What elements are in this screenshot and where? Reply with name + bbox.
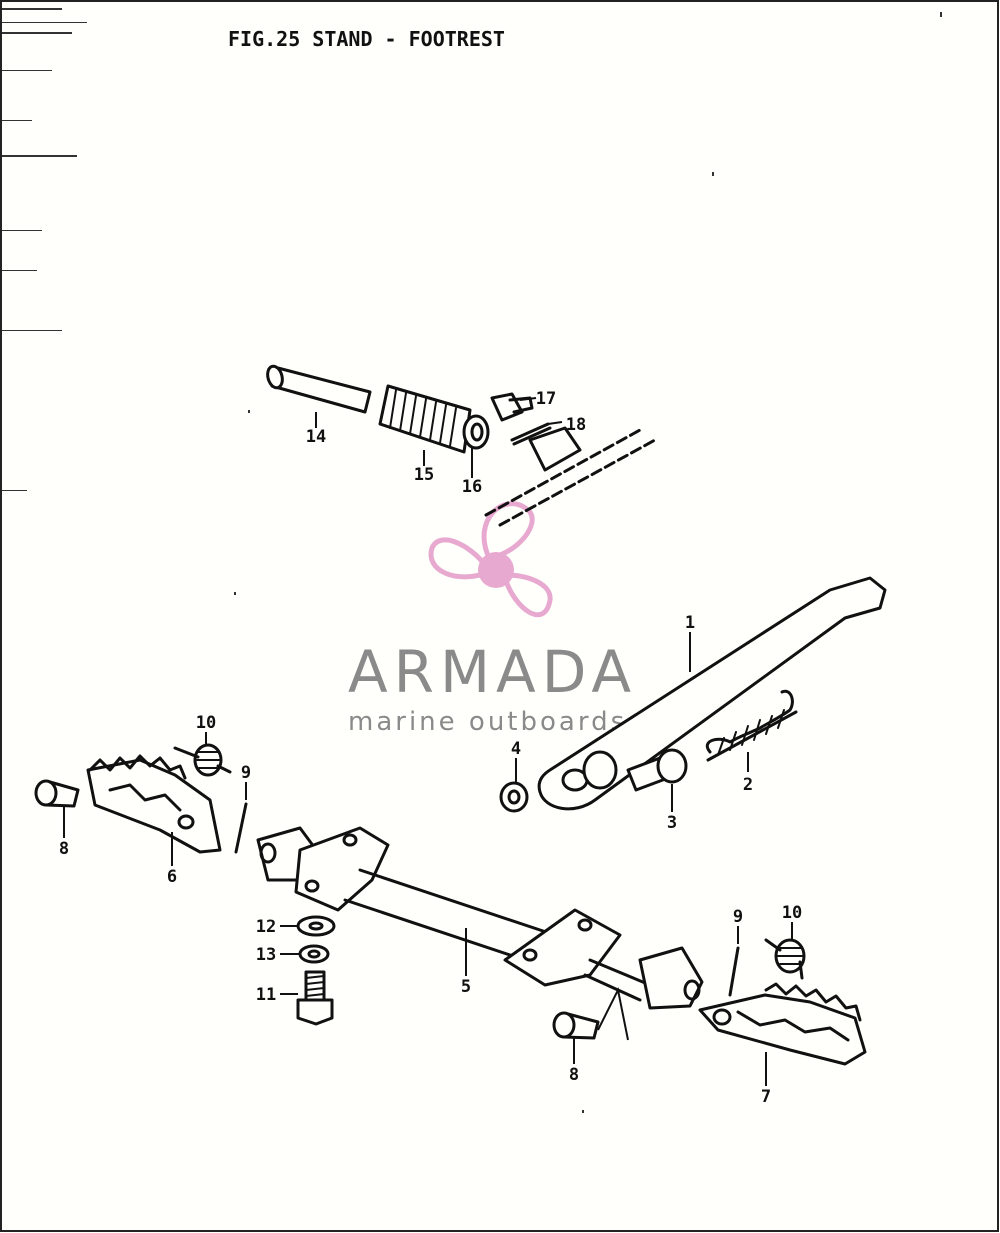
part-label-1: 1	[685, 613, 695, 633]
nut-4	[499, 781, 529, 813]
figure-title: FIG.25 STAND - FOOTREST	[228, 27, 505, 51]
watermark-tagline: marine outboards	[348, 707, 627, 737]
part-label-16: 16	[462, 477, 482, 497]
washer-12	[296, 915, 336, 937]
part-label-12: 12	[256, 917, 276, 937]
part-label-13: 13	[256, 945, 276, 965]
rubber-grip-15	[378, 384, 472, 454]
clevis-pin-8-left	[34, 779, 80, 808]
frame-bracket	[484, 426, 657, 527]
bolt-11	[296, 970, 334, 1026]
part-label-11: 11	[256, 985, 276, 1005]
part-label-18: 18	[566, 415, 586, 435]
part-label-9-right: 9	[733, 907, 743, 927]
footrest-bar-5	[256, 826, 704, 1010]
part-label-2: 2	[743, 775, 753, 795]
part-label-17: 17	[536, 389, 556, 409]
spring-10-right	[764, 938, 806, 980]
pivot-pin-14	[266, 364, 372, 414]
propeller-icon	[428, 501, 553, 618]
footrest-6	[86, 754, 222, 854]
part-label-8-left: 8	[59, 839, 69, 859]
spring-pin-9-left	[234, 802, 248, 854]
part-label-4: 4	[511, 739, 521, 759]
part-label-3: 3	[667, 813, 677, 833]
washer-16	[462, 414, 490, 450]
bolt-17	[490, 392, 534, 422]
part-label-15: 15	[414, 465, 434, 485]
part-label-8-right: 8	[569, 1065, 579, 1085]
part-label-5: 5	[461, 977, 471, 997]
spring-10-left	[173, 743, 232, 777]
footrest-7	[698, 982, 867, 1066]
part-labels: 1 2 3 4 5 6 7 8 8 9 9 10 10 11 12 13 14 …	[59, 389, 802, 1107]
bolt-3	[626, 748, 688, 792]
clevis-pin-8-right	[552, 1011, 600, 1040]
leader-lines	[63, 397, 793, 1086]
part-label-6: 6	[167, 867, 177, 887]
lock-washer-13	[298, 944, 330, 964]
cotter-pin-18	[510, 422, 552, 446]
part-label-14: 14	[306, 427, 326, 447]
part-label-10-right: 10	[782, 903, 802, 923]
spring-pin-9-right	[728, 946, 740, 997]
scan-noise	[2, 8, 942, 1113]
side-stand-1	[537, 576, 887, 811]
spring-2	[706, 689, 798, 762]
part-label-7: 7	[761, 1087, 771, 1107]
part-label-9-left: 9	[241, 763, 251, 783]
part-label-10-left: 10	[196, 713, 216, 733]
watermark-name: ARMADA	[348, 638, 637, 706]
